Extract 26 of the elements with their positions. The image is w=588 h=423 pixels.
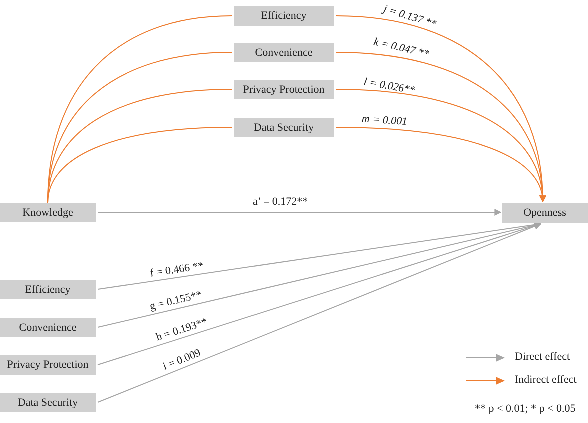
arrow [336, 127, 546, 203]
variable-box: Efficiency [0, 280, 96, 299]
variable-box: Convenience [0, 318, 96, 337]
arrow [98, 209, 502, 216]
arrow [98, 222, 542, 328]
variable-box: Convenience [234, 43, 334, 62]
variable-box: Privacy Protection [234, 80, 334, 99]
edge-label: j = 0.137 ** [382, 3, 438, 31]
edge-label: a’ = 0.172** [253, 196, 308, 208]
variable-box: Privacy Protection [0, 355, 96, 375]
variable-box: Openness [502, 203, 588, 223]
variable-box: Data Security [234, 118, 334, 137]
variable-box: Efficiency [234, 6, 334, 26]
edge-label: f = 0.466 ** [149, 260, 204, 280]
variable-box: Data Security [0, 393, 96, 412]
legend-label: Direct effect [515, 351, 570, 363]
edge-label: k = 0.047 ** [372, 36, 430, 61]
edge-label: l = 0.026** [362, 76, 416, 97]
variable-box: Knowledge [0, 203, 96, 222]
edge-label: g = 0.155** [149, 289, 204, 313]
edge-label: i = 0.009 [161, 347, 203, 373]
edge-label: m = 0.001 [362, 113, 408, 128]
significance-note: ** p < 0.01; * p < 0.05 [475, 403, 576, 415]
legend-label: Indirect effect [515, 374, 577, 386]
arrow [98, 223, 542, 403]
edge-label: h = 0.193** [154, 316, 209, 344]
